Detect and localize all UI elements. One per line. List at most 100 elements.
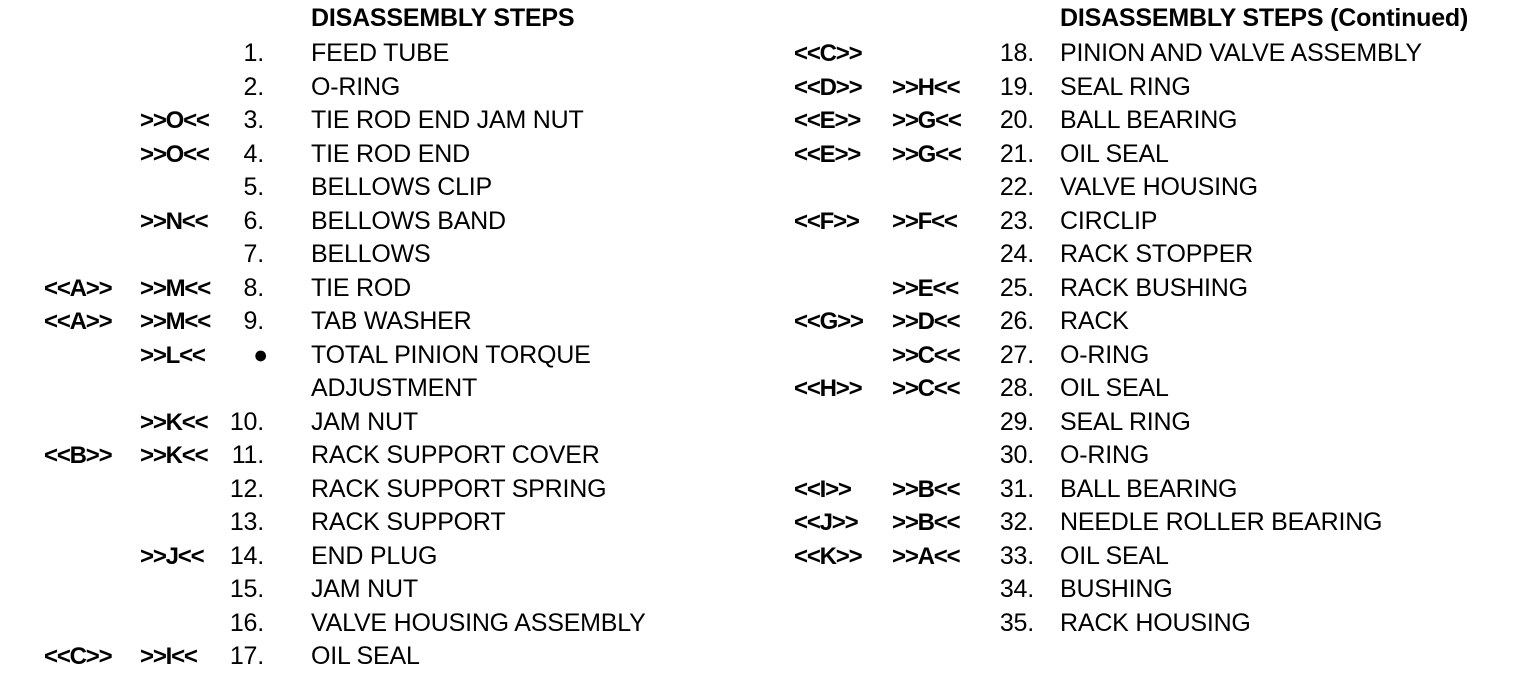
- step-number: 29.: [999, 407, 1034, 436]
- step-number: 20.: [999, 106, 1034, 134]
- step-label: VALVE HOUSING: [1060, 173, 1258, 201]
- right-column-rows: <<C>> 18. PINION AND VALVE ASSEMBLY <<D>> >>…: [768, 37, 1536, 640]
- step-row: >>O<<4.TIE ROD END: [0, 138, 768, 172]
- assembly-marker: <<A>>: [44, 274, 113, 302]
- step-label: END PLUG: [311, 541, 438, 570]
- step-number: 22.: [999, 173, 1034, 201]
- step-label: RACK SUPPORT: [311, 508, 506, 536]
- step-number: 15.: [229, 575, 264, 603]
- step-row: 15. JAM NUT: [0, 573, 768, 607]
- step-row: ADJUSTMENT: [0, 372, 768, 406]
- step-number: 13.: [229, 508, 264, 536]
- right-column-title: DISASSEMBLY STEPS (Continued): [1060, 4, 1469, 32]
- step-label: VALVE HOUSING ASSEMBLY: [311, 608, 646, 637]
- step-label: TAB WASHER: [311, 307, 472, 335]
- step-label: PINION AND VALVE ASSEMBLY: [1060, 39, 1422, 67]
- step-row: 29. SEAL RING: [768, 406, 1536, 440]
- assembly-marker: <<A>>: [44, 308, 113, 335]
- step-row: >>J<< 14. END PLUG: [0, 540, 768, 574]
- step-number: 32.: [999, 508, 1034, 536]
- step-number: 25.: [999, 273, 1034, 302]
- step-number: 35.: [999, 608, 1034, 637]
- step-row: >>K<<10.JAM NUT: [0, 406, 768, 440]
- step-row: <<I>>>>B<<31.BALL BEARING: [768, 473, 1536, 507]
- step-label: BUSHING: [1060, 575, 1173, 603]
- step-label: O-RING: [1060, 340, 1150, 369]
- step-row: <<B>>>>K<<11.RACK SUPPORT COVER: [0, 439, 768, 473]
- step-number: 24.: [999, 240, 1034, 268]
- step-row: 5.BELLOWS CLIP: [0, 171, 768, 205]
- assembly-marker: <<K>>: [794, 542, 863, 570]
- step-row: 13. RACK SUPPORT: [0, 506, 768, 540]
- step-row: >>L<<●TOTAL PINION TORQUE: [0, 339, 768, 373]
- step-label: BALL BEARING: [1060, 474, 1238, 503]
- step-row: <<E>>>>G<<20.BALL BEARING: [768, 104, 1536, 138]
- step-number: 27.: [999, 340, 1034, 369]
- step-row: >>C<< 27. O-RING: [768, 339, 1536, 373]
- step-row: >>O<<3.TIE ROD END JAM NUT: [0, 104, 768, 138]
- left-column-title: DISASSEMBLY STEPS: [311, 4, 575, 32]
- step-label: JAM NUT: [311, 575, 418, 603]
- service-marker: >>F<<: [892, 207, 958, 235]
- step-row: >>E<< 25. RACK BUSHING: [768, 272, 1536, 306]
- step-label: OIL SEAL: [1060, 139, 1169, 168]
- step-label: OIL SEAL: [1060, 541, 1169, 570]
- step-label: BELLOWS BAND: [311, 206, 506, 235]
- step-row: 35. RACK HOUSING: [768, 607, 1536, 641]
- step-label: SEAL RING: [1060, 407, 1191, 436]
- step-label: RACK STOPPER: [1060, 240, 1254, 268]
- step-label: O-RING: [1060, 441, 1150, 469]
- step-row: <<E>>>>G<<21.OIL SEAL: [768, 138, 1536, 172]
- assembly-marker: <<C>>: [44, 643, 113, 670]
- step-number: 19.: [999, 72, 1034, 101]
- step-number: 7.: [243, 240, 265, 268]
- step-row: >>N<<6.BELLOWS BAND: [0, 205, 768, 239]
- step-row: <<A>>>>M<<8.TIE ROD: [0, 272, 768, 306]
- step-number: 16.: [229, 608, 264, 637]
- step-label: TOTAL PINION TORQUE: [311, 340, 591, 369]
- service-marker: >>J<<: [140, 542, 205, 570]
- step-number: 4.: [243, 139, 265, 168]
- step-number: 26.: [999, 307, 1034, 335]
- step-label: TIE ROD END JAM NUT: [311, 106, 584, 134]
- step-row: 7.BELLOWS: [0, 238, 768, 272]
- service-marker: >>O<<: [140, 107, 210, 134]
- step-row: <<H>>>>C<<28.OIL SEAL: [768, 372, 1536, 406]
- service-marker: >>M<<: [140, 308, 211, 335]
- step-number: 21.: [999, 139, 1034, 168]
- step-number: 30.: [999, 441, 1034, 469]
- step-number: 23.: [999, 206, 1034, 235]
- service-marker: >>D<<: [892, 308, 961, 335]
- step-label: NEEDLE ROLLER BEARING: [1060, 508, 1383, 536]
- step-row: <<A>> >>M<< 9. TAB WASHER: [0, 305, 768, 339]
- step-number: 1.: [243, 39, 265, 67]
- assembly-marker: <<G>>: [794, 308, 864, 335]
- step-label: RACK HOUSING: [1060, 608, 1251, 637]
- service-marker: >>E<<: [892, 274, 959, 302]
- step-label: RACK BUSHING: [1060, 273, 1248, 302]
- step-label: FEED TUBE: [311, 39, 450, 67]
- step-number: 18.: [999, 39, 1034, 67]
- assembly-marker: <<H>>: [794, 375, 863, 402]
- step-number: 8.: [243, 273, 265, 302]
- service-marker: >>K<<: [140, 408, 209, 436]
- service-marker: >>H<<: [892, 73, 961, 101]
- right-column: DISASSEMBLY STEPS (Continued) <<C>> 18. PI…: [768, 0, 1536, 700]
- step-number: 34.: [999, 575, 1034, 603]
- assembly-marker: <<E>>: [794, 140, 861, 168]
- assembly-marker: <<D>>: [794, 73, 863, 101]
- service-marker: >>A<<: [892, 542, 961, 570]
- step-number: 9.: [243, 307, 265, 335]
- service-marker: >>L<<: [140, 341, 206, 369]
- step-number: 14.: [229, 541, 264, 570]
- step-row: 16. VALVE HOUSING ASSEMBLY: [0, 607, 768, 641]
- service-marker: >>M<<: [140, 274, 211, 302]
- step-label: O-RING: [311, 72, 401, 101]
- step-label: RACK: [1060, 307, 1129, 335]
- step-row: 1. FEED TUBE: [0, 37, 768, 71]
- assembly-marker: <<C>>: [794, 40, 863, 67]
- service-marker: >>C<<: [892, 341, 961, 369]
- step-label: BELLOWS CLIP: [311, 173, 492, 201]
